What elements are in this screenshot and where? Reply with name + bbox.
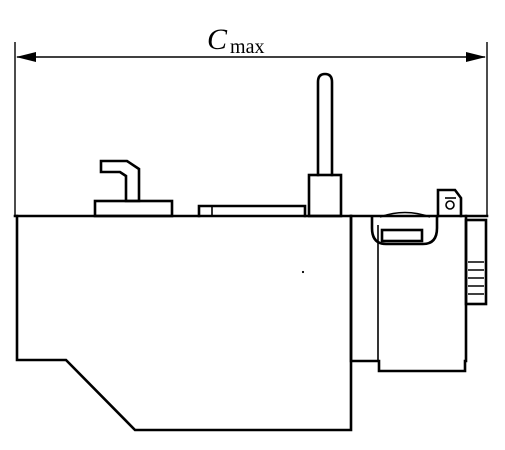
right-module-indicator: [380, 228, 424, 243]
side-terminal-ribs: [468, 261, 484, 295]
dimension-symbol: C: [207, 23, 228, 56]
latch-body: [436, 188, 463, 218]
stem-base: [307, 173, 343, 218]
latch-pin: [445, 200, 455, 210]
vertical-stem: [307, 72, 343, 218]
middle-strip-outline: [197, 204, 307, 218]
right-module-outline: [349, 214, 468, 373]
dimension-arrow-right: [466, 52, 486, 62]
right-module: [349, 188, 488, 373]
right-module-window-arc: [379, 211, 431, 218]
right-module-window: [370, 215, 439, 246]
stem-rod: [316, 72, 334, 177]
surface-speck: [301, 270, 305, 274]
side-terminal-block: [464, 218, 488, 306]
hook-connector: [93, 159, 174, 218]
hook-connector-base: [93, 199, 174, 218]
dimension-subscript: max: [230, 36, 264, 58]
dimension-arrow-left: [16, 52, 36, 62]
middle-strip: [197, 204, 307, 218]
main-body-outline: [15, 214, 353, 432]
hook-connector-body: [99, 159, 141, 203]
